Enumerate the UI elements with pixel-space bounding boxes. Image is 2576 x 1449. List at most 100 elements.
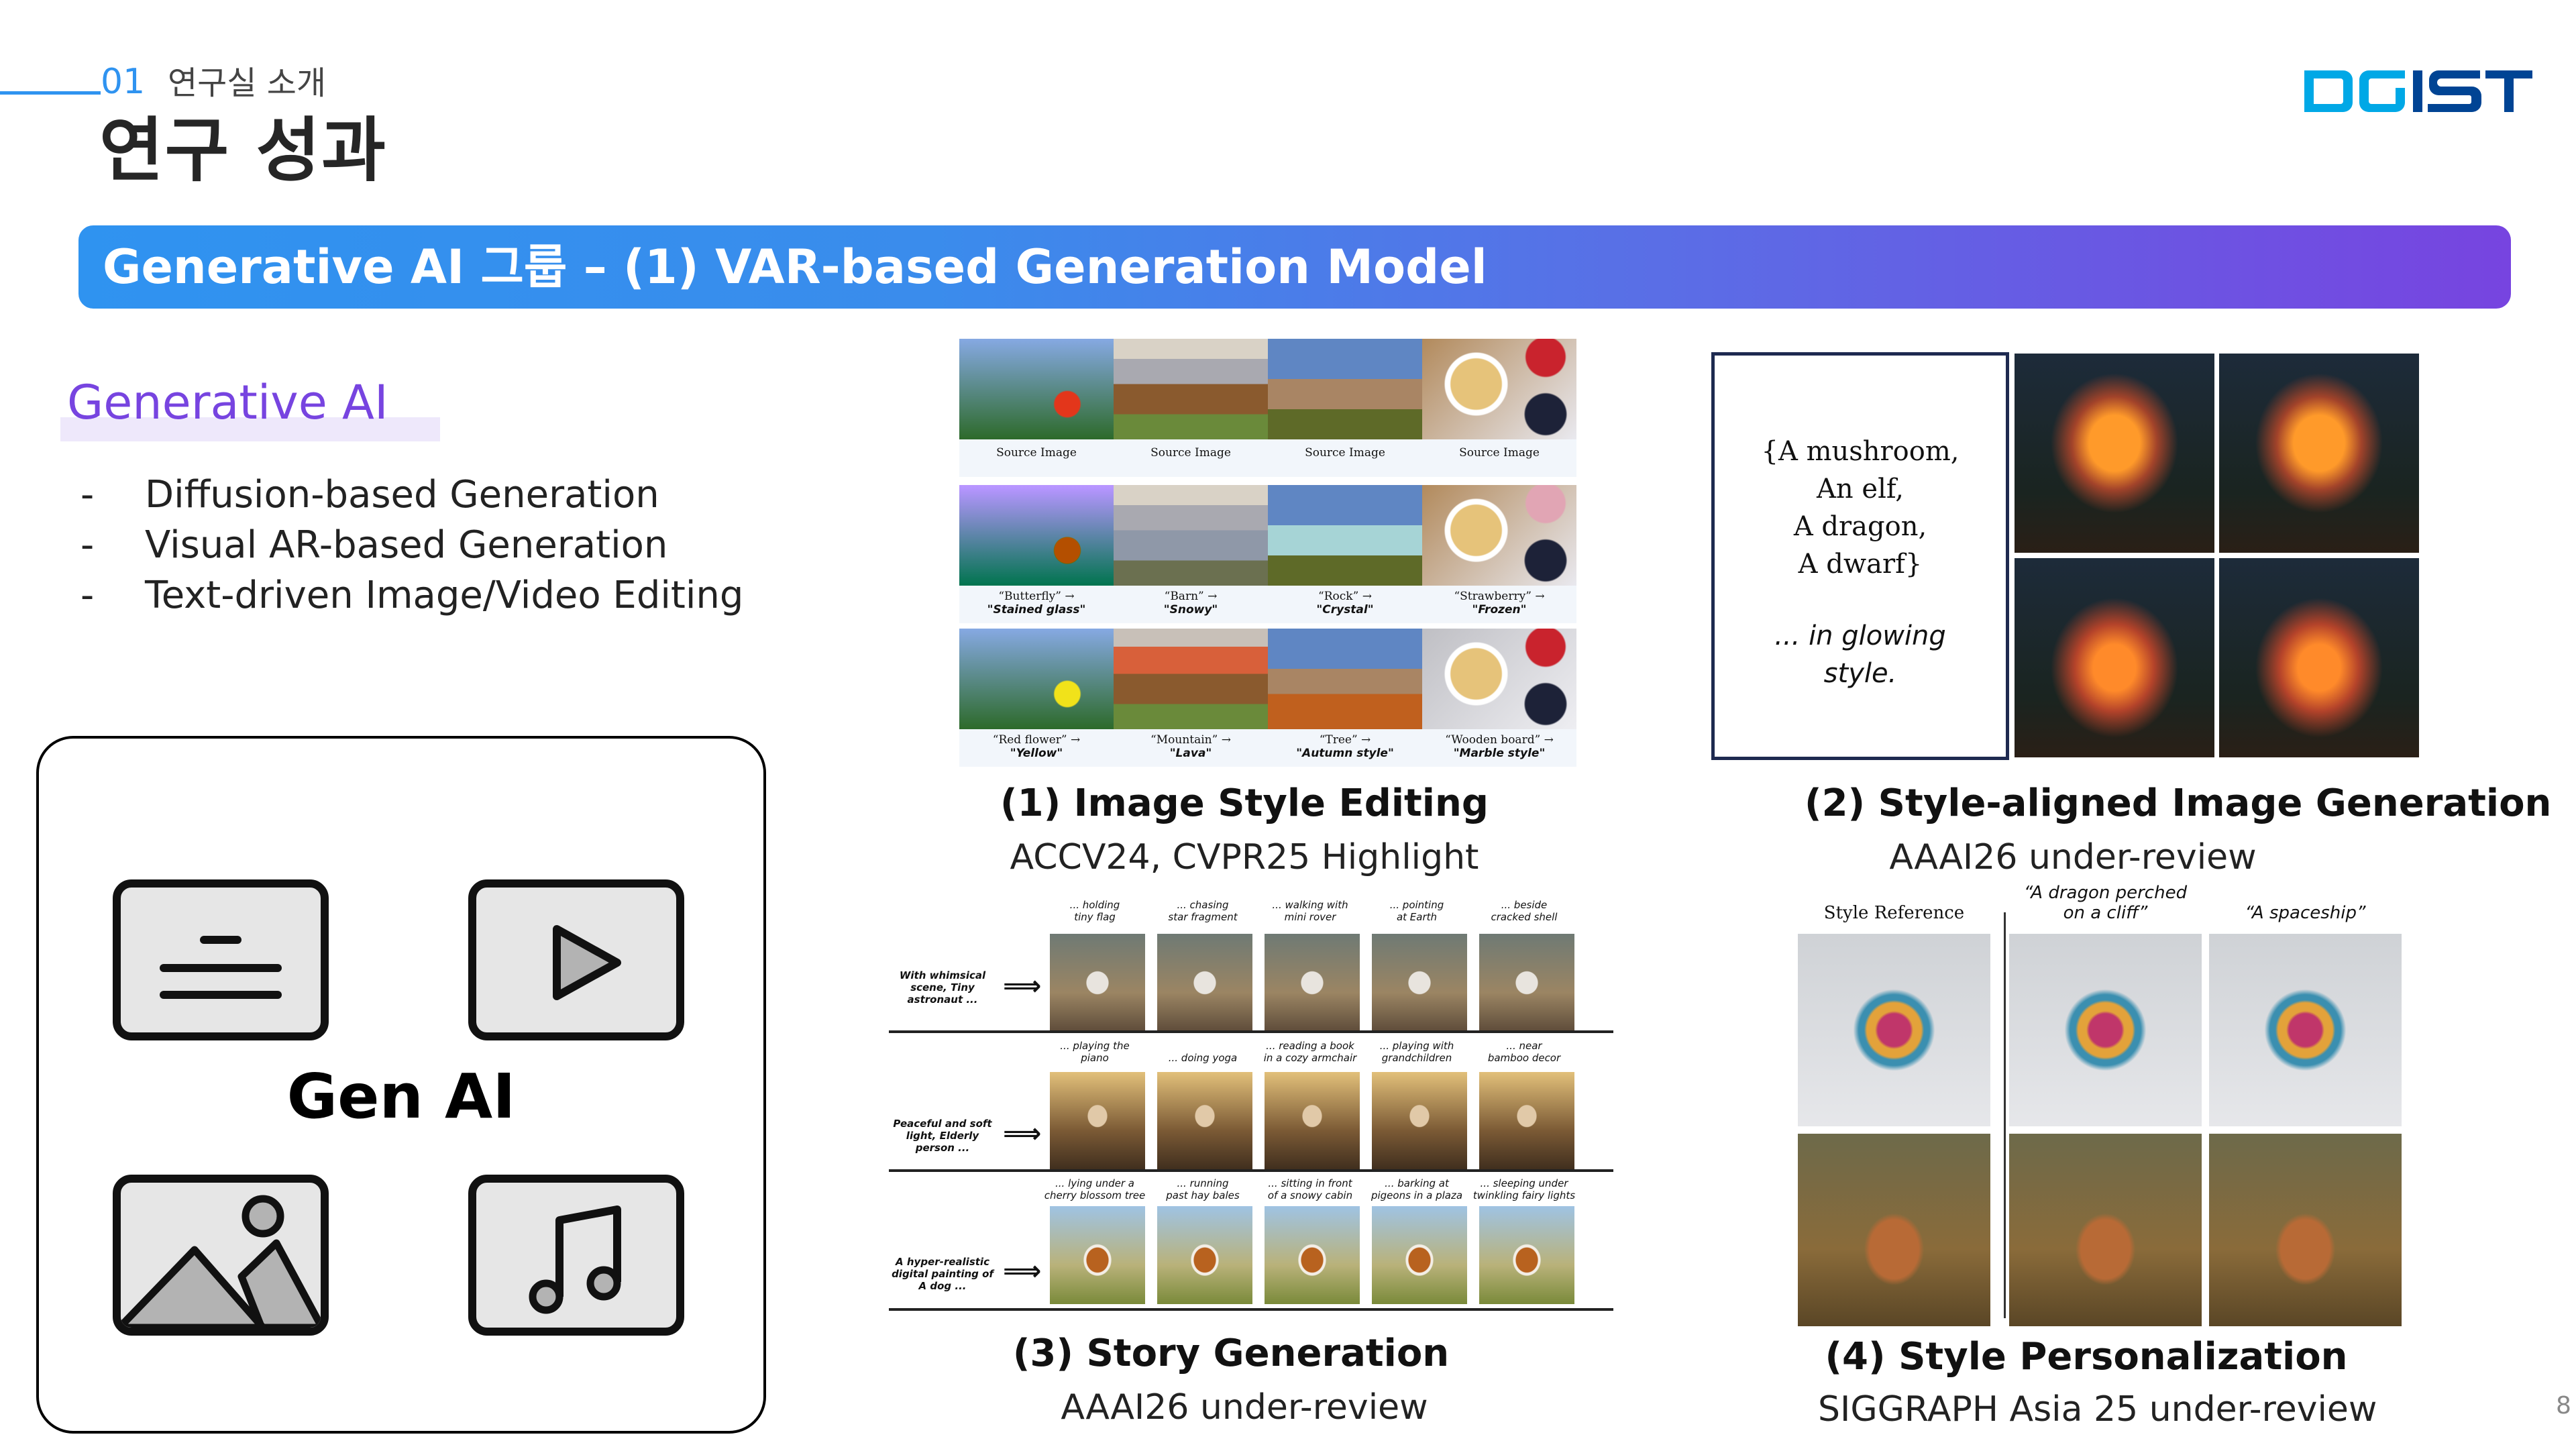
caption-line: “Red flower” → [992,733,1081,747]
header-line: “A spaceship” [2245,903,2366,923]
cereal-source-image [1422,339,1576,439]
figure-caption: “Tree” →"Autumn style" [1268,729,1422,767]
butterfly-source-image [959,339,1114,439]
caption-line: Source Image [1459,446,1540,460]
figure-caption: “Mountain” →"Lava" [1114,729,1268,767]
caption-line: “Wooden board” → [1445,733,1554,747]
topic-item: -Visual AR-based Generation [74,520,743,570]
generative-ai-heading: Generative AI [67,375,388,430]
origami-bull-style-reference [1798,934,1990,1126]
subject-prompt: {A mushroom, An elf, A dragon, A dwarf} [1715,433,2006,583]
figure-caption: Source Image [1114,439,1268,477]
caption-line: "Yellow" [1010,747,1063,760]
caption-line: “Strawberry” → [1454,590,1545,603]
elderly-frame-image [1157,1072,1252,1170]
column-header: Style Reference [1798,883,1990,923]
prompt-line: ... in glowing [1774,621,1946,651]
caption-line: at Earth [1396,911,1438,923]
glowing-dwarf-image [2219,558,2419,757]
astronaut-frame-image [1265,934,1360,1032]
dog-frame-image [1372,1206,1467,1304]
astronaut-frame-image [1372,934,1467,1032]
story-prompt: A hyper-realistic digital painting of A … [889,1256,996,1292]
figure-caption: “Barn” →"Snowy" [1114,586,1268,623]
prompt-line: digital painting of [892,1268,994,1280]
row-divider [889,1030,1613,1033]
prompt-line: style. [1823,658,1897,689]
caption-line: cherry blossom tree [1044,1189,1146,1201]
elderly-frame-image [1479,1072,1574,1170]
topic-text: Text-driven Image/Video Editing [145,574,744,617]
caption-line: "Lava" [1169,747,1212,760]
caption-line [1146,1040,1260,1052]
caption-line: ... holding [1069,899,1120,911]
topic-item: -Text-driven Image/Video Editing [74,570,743,621]
prompt-line: light, Elderly [906,1130,979,1142]
figure-row-edit-1: “Butterfly” →"Stained glass" “Barn” →"Sn… [959,485,1576,630]
glowing-mushroom-image [2015,354,2214,553]
column-header: “A dragon perched on a cliff” [2009,883,2202,923]
figure-caption: “Red flower” →"Yellow" [959,729,1114,767]
bullet-dash: - [80,473,95,517]
marble-board-image [1422,629,1576,729]
caption-line: ... doing yoga [1168,1052,1238,1064]
caption-line: “Tree” → [1319,733,1371,747]
caption-line: "Crystal" [1316,603,1374,616]
column-header: “A spaceship” [2209,883,2402,923]
stained-glass-butterfly-image [959,485,1114,586]
caption-line: Source Image [1150,446,1231,460]
figure-caption: “Rock” →"Crystal" [1268,586,1422,623]
heading-highlight [60,417,440,441]
arrow-right-icon: ⟹ [1003,1118,1042,1149]
reference-divider [2004,912,2006,1318]
caption-line: "Marble style" [1453,747,1546,760]
caption-line: ... reading a book [1266,1040,1354,1052]
text-lines-glyph [160,936,282,999]
rock-source-image [1268,339,1422,439]
logo-ist [2413,70,2532,112]
page-number: 8 [2556,1392,2571,1419]
caption-line: “Mountain” → [1150,733,1231,747]
music-note-glyph [529,1205,621,1314]
caption-line: of a snowy cabin [1267,1189,1353,1201]
bullet-dash: - [80,523,95,567]
astronaut-frame-image [1479,934,1574,1032]
crystal-rock-image [1268,485,1422,586]
origami-spaceship-image [2209,934,2402,1126]
caption-line: “Butterfly” → [998,590,1075,603]
astronaut-frame-image [1050,934,1145,1032]
video-play-icon [468,879,684,1040]
play-triangle-glyph [553,925,621,1000]
caption-line: ... barking at [1385,1177,1449,1189]
header-line: Style Reference [1823,903,1965,923]
panel-1-venue: ACCV24, CVPR25 Highlight [1010,837,1479,877]
caption-line: ... lying under a [1055,1177,1134,1189]
frozen-strawberry-image [1422,485,1576,586]
figure-row-edit-2: “Red flower” →"Yellow" “Mountain” →"Lava… [959,629,1576,773]
section-line [0,91,101,95]
page-title: 연구 성과 [99,109,387,191]
music-note-icon [468,1175,684,1336]
caption-line: bamboo decor [1487,1052,1561,1064]
arrow-right-icon: ⟹ [1003,1256,1042,1287]
caption-line: tiny flag [1074,911,1116,923]
header-line: on a cliff” [2063,903,2148,923]
prompt-line: Peaceful and soft [893,1118,992,1130]
caption-line: star fragment [1168,911,1238,923]
figure-caption: “Wooden board” →"Marble style" [1422,729,1576,767]
header-line [1798,883,1990,903]
story-prompt: With whimsical scene, Tiny astronaut ... [889,969,996,1006]
caption-line: ... playing with [1379,1040,1454,1052]
panel-3-venue: AAAI26 under-review [1061,1387,1428,1428]
panel-2-title: (2) Style-aligned Image Generation [1805,782,2552,825]
section-label: 연구실 소개 [168,64,327,102]
astronaut-frame-image [1157,934,1252,1032]
